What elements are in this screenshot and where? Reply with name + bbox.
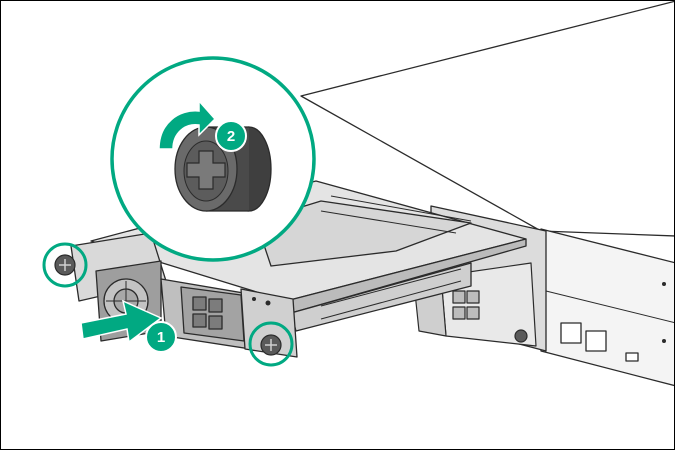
callout-2-label: 2 <box>227 128 235 145</box>
module-bezel <box>70 232 298 358</box>
network-port <box>585 330 607 352</box>
highlight-ring <box>248 321 294 367</box>
zoom-detail: 2 <box>110 56 316 262</box>
usb-port <box>625 352 639 362</box>
callout-1-label: 1 <box>157 329 165 346</box>
module-tray <box>90 180 527 332</box>
thumbscrew-right <box>248 321 294 367</box>
thumbscrew-left <box>42 242 88 288</box>
highlight-ring <box>42 242 88 288</box>
rotate-clockwise-icon <box>158 99 217 150</box>
callout-2: 2 <box>215 120 247 152</box>
insert-arrow-icon <box>80 299 163 344</box>
callout-1: 1 <box>145 321 177 353</box>
network-port <box>560 322 582 344</box>
